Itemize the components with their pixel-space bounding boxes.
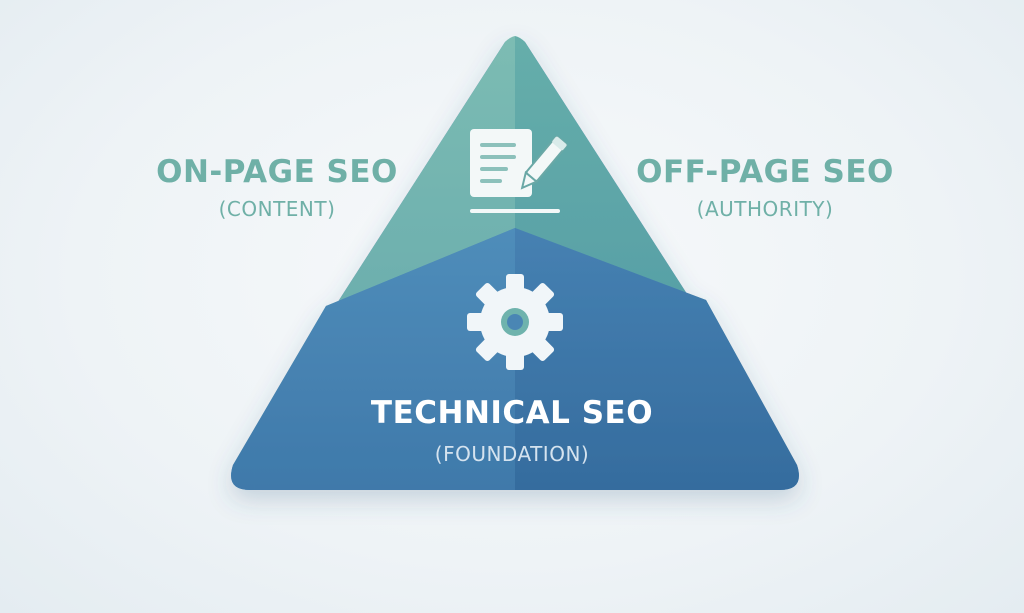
pyramid-body: [231, 36, 799, 490]
technical-facet-left: [231, 228, 515, 490]
on-page-facet: [233, 36, 515, 465]
off-page-facet: [515, 36, 797, 465]
off-page-seo-label: OFF-PAGE SEO (AUTHORITY): [615, 155, 915, 221]
off-page-seo-title: OFF-PAGE SEO: [636, 154, 894, 190]
on-page-seo-subtitle: (CONTENT): [218, 197, 336, 222]
technical-seo-subtitle: (FOUNDATION): [434, 442, 590, 467]
technical-seo-label: TECHNICAL SEO (FOUNDATION): [312, 396, 712, 466]
technical-facet-right: [515, 228, 799, 490]
on-page-seo-label: ON-PAGE SEO (CONTENT): [127, 155, 427, 221]
on-page-seo-title: ON-PAGE SEO: [156, 154, 398, 190]
gear-icon: [467, 274, 563, 370]
technical-seo-title: TECHNICAL SEO: [370, 395, 654, 431]
document-edit-icon: [470, 129, 568, 213]
off-page-seo-subtitle: (AUTHORITY): [696, 197, 834, 222]
